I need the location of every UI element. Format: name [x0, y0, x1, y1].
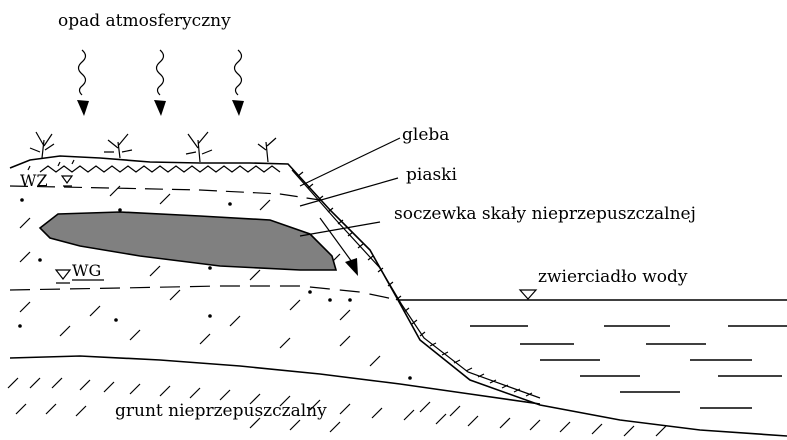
- flow-arrowhead: [345, 258, 358, 276]
- soil-layer: [28, 160, 540, 398]
- plant-4: [258, 138, 276, 162]
- sands-label: piaski: [406, 165, 457, 185]
- water-body: [470, 326, 787, 408]
- plants: [30, 132, 276, 162]
- wg-water-table: [10, 286, 398, 300]
- rain-arrow-3: [232, 50, 244, 116]
- plant-1: [30, 132, 54, 158]
- leader-lines: [300, 138, 400, 236]
- wz-label: WZ: [20, 171, 48, 190]
- plant-3: [186, 132, 212, 162]
- rain-arrow-2: [154, 50, 166, 116]
- lens-label: soczewka skały nieprzepuszczalnej: [394, 204, 696, 224]
- wz-water-table: [10, 186, 320, 200]
- soil-label: gleba: [402, 125, 449, 145]
- plant-2: [104, 134, 132, 158]
- water-surface-marker: [520, 290, 536, 299]
- wg-marker: WG: [56, 261, 104, 283]
- ground-surface: [10, 156, 787, 436]
- water-surface-label: zwierciadło wody: [538, 267, 688, 287]
- precipitation-label: opad atmosferyczny: [58, 11, 231, 31]
- rain-arrows: [77, 50, 244, 116]
- impermeable-ground-label: grunt nieprzepuszczalny: [115, 401, 327, 421]
- rain-arrow-1: [77, 50, 89, 116]
- wg-label: WG: [72, 261, 101, 280]
